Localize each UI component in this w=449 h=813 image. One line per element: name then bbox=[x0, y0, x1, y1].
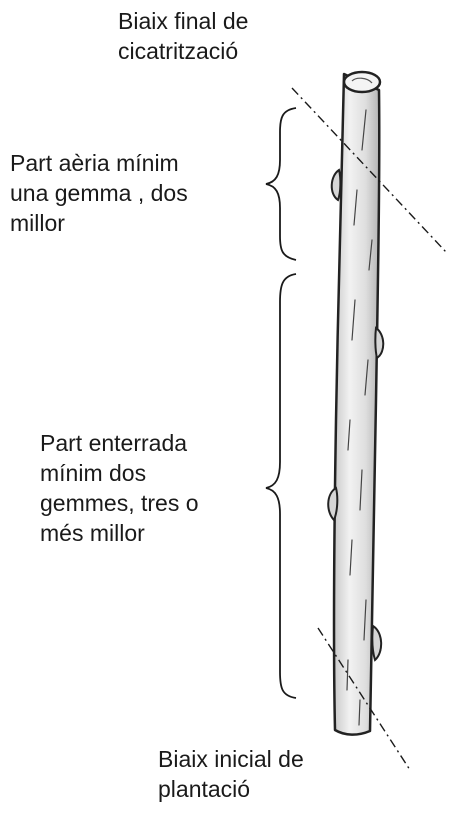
top-cut-label: Biaix final de cicatrització bbox=[118, 6, 248, 66]
aerial-part-label-line: Part aèria mínim bbox=[10, 148, 188, 178]
aerial-part-brace bbox=[266, 108, 296, 260]
bottom-cut-label-line: Biaix inicial de bbox=[158, 744, 304, 774]
bud bbox=[372, 626, 381, 660]
bud bbox=[328, 488, 337, 520]
bottom-cut-label: Biaix inicial de plantació bbox=[158, 744, 304, 804]
buried-part-label-line: més millor bbox=[40, 518, 199, 548]
bud bbox=[375, 328, 383, 358]
bottom-cut-label-line: plantació bbox=[158, 774, 304, 804]
aerial-part-label-line: millor bbox=[10, 208, 188, 238]
buried-part-label-line: gemmes, tres o bbox=[40, 488, 199, 518]
top-cut-label-line: Biaix final de bbox=[118, 6, 248, 36]
buried-part-label-line: mínim dos bbox=[40, 458, 199, 488]
aerial-part-label: Part aèria mínim una gemma , dos millor bbox=[10, 148, 188, 238]
bud bbox=[332, 170, 341, 200]
buried-part-label-line: Part enterrada bbox=[40, 428, 199, 458]
buried-part-brace bbox=[266, 274, 296, 698]
buried-part-label: Part enterrada mínim dos gemmes, tres o … bbox=[40, 428, 199, 548]
top-cut-end bbox=[344, 72, 380, 92]
top-cut-label-line: cicatrització bbox=[118, 36, 248, 66]
aerial-part-label-line: una gemma , dos bbox=[10, 178, 188, 208]
